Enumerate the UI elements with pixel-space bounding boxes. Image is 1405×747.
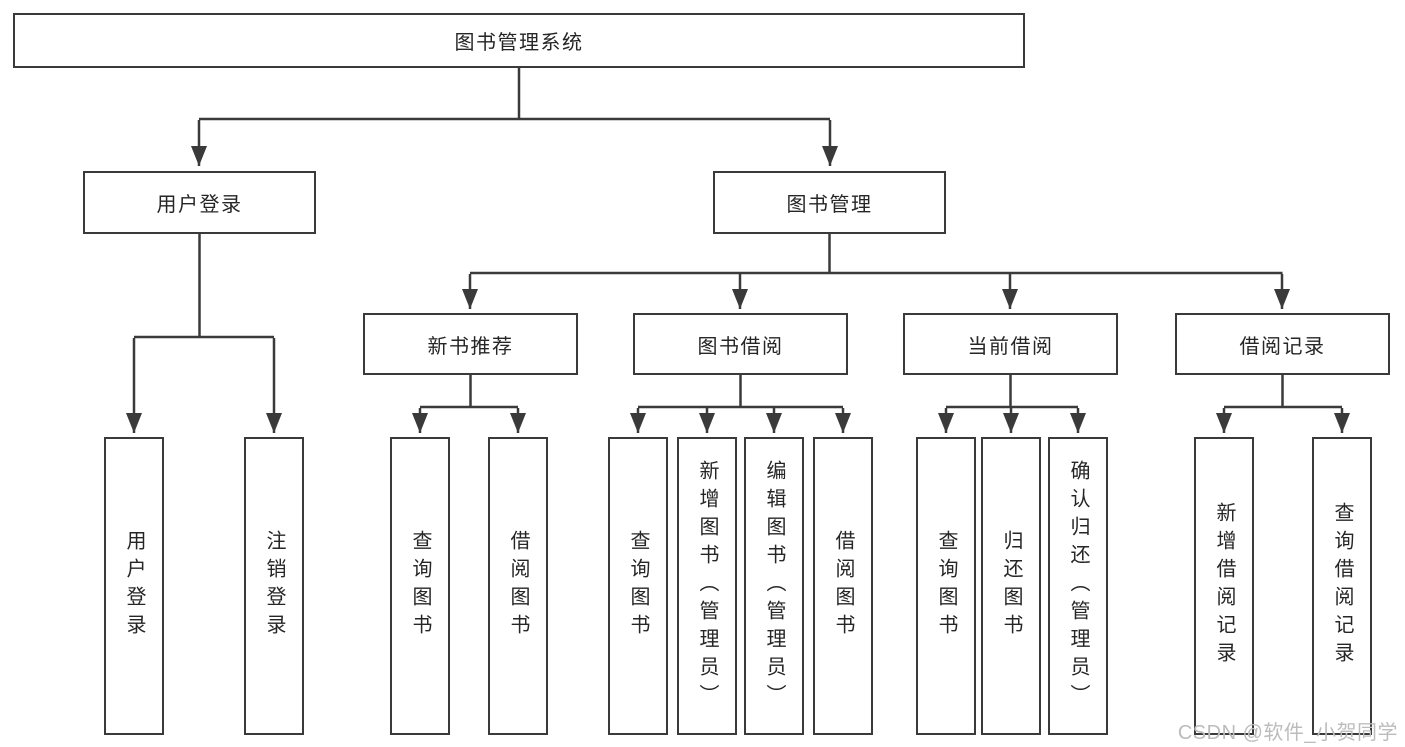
edge-borrow-record-stem bbox=[1224, 375, 1342, 409]
leaf-confirm-return-admin: 确认归还（管理员） bbox=[1048, 437, 1108, 735]
leaf-return-book: 归还图书 bbox=[981, 437, 1041, 735]
node-label: 查询图书 bbox=[935, 530, 957, 642]
leaf-query-book-borrow: 查询图书 bbox=[608, 437, 668, 735]
leaf-query-book-current: 查询图书 bbox=[916, 437, 976, 735]
leaf-borrow-book: 借阅图书 bbox=[813, 437, 873, 735]
node-root: 图书管理系统 bbox=[13, 13, 1025, 68]
node-label: 借阅图书 bbox=[507, 530, 529, 642]
node-label: 当前借阅 bbox=[967, 335, 1054, 358]
node-label: 新书推荐 bbox=[427, 335, 514, 358]
node-current-borrow: 当前借阅 bbox=[903, 313, 1118, 375]
leaf-query-borrow-record: 查询借阅记录 bbox=[1312, 437, 1372, 735]
node-label: 新增图书（管理员） bbox=[696, 460, 718, 712]
node-label: 图书借阅 bbox=[697, 335, 784, 358]
leaf-borrow-book-recommend: 借阅图书 bbox=[488, 437, 548, 735]
leaf-add-borrow-record: 新增借阅记录 bbox=[1194, 437, 1254, 735]
node-label: 注销登录 bbox=[263, 530, 285, 642]
node-label: 图书管理 bbox=[786, 194, 873, 216]
node-label: 新增借阅记录 bbox=[1213, 502, 1235, 670]
edge-book-mgmt-stem bbox=[470, 234, 1283, 275]
leaf-query-book-recommend: 查询图书 bbox=[390, 437, 450, 735]
leaf-logout: 注销登录 bbox=[244, 437, 304, 735]
edge-current-borrow-stem bbox=[946, 375, 1078, 409]
edge-user-login-stem bbox=[134, 234, 274, 339]
node-label: 借阅图书 bbox=[832, 530, 854, 642]
edge-book-borrow-stem bbox=[638, 375, 843, 409]
leaf-user-login: 用户登录 bbox=[104, 437, 164, 735]
node-book-management: 图书管理 bbox=[713, 171, 946, 234]
node-label: 编辑图书（管理员） bbox=[763, 460, 785, 712]
csdn-watermark: CSDN @软件_小贺同学 bbox=[1177, 722, 1398, 744]
leaf-add-book-admin: 新增图书（管理员） bbox=[677, 437, 737, 735]
node-borrow-record: 借阅记录 bbox=[1175, 313, 1390, 375]
node-book-borrow: 图书借阅 bbox=[633, 313, 848, 375]
edge-new-book-stem bbox=[420, 375, 518, 409]
node-new-book-recommend: 新书推荐 bbox=[363, 313, 578, 375]
node-user-login: 用户登录 bbox=[83, 171, 316, 234]
node-label: 查询图书 bbox=[409, 530, 431, 642]
edge-root-stem bbox=[199, 68, 830, 121]
leaf-edit-book-admin: 编辑图书（管理员） bbox=[744, 437, 804, 735]
node-label: 用户登录 bbox=[123, 530, 145, 642]
node-label: 图书管理系统 bbox=[454, 32, 584, 54]
node-label: 用户登录 bbox=[156, 194, 243, 216]
node-label: 查询借阅记录 bbox=[1331, 502, 1353, 670]
node-label: 查询图书 bbox=[627, 530, 649, 642]
node-label: 归还图书 bbox=[1000, 530, 1022, 642]
node-label: 确认归还（管理员） bbox=[1067, 460, 1089, 712]
node-label: 借阅记录 bbox=[1239, 335, 1326, 358]
